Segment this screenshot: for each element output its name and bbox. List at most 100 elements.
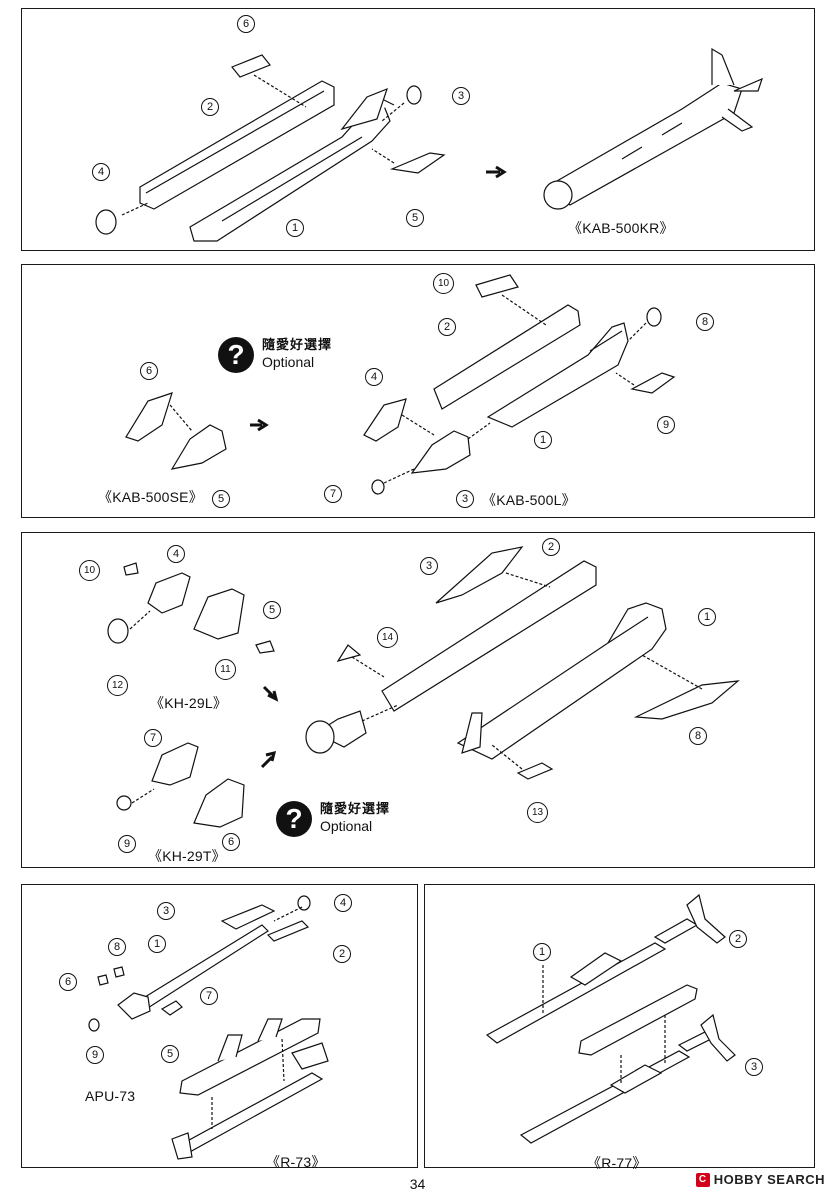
part-number: 7 [329, 488, 337, 500]
part-number: 3 [461, 493, 469, 505]
part-callout: 1 [148, 935, 166, 953]
part-callout: 8 [108, 938, 126, 956]
kab-500kr-assembly-drawing [95, 47, 763, 242]
apu-73-callout: APU-73 [85, 1088, 136, 1104]
r-73-assembly-drawing [88, 895, 329, 1160]
part-number: 2 [206, 101, 214, 113]
part-callout: 3 [452, 87, 470, 105]
part-callout: 7 [324, 485, 342, 503]
part-callout: 10 [433, 273, 454, 294]
product-label-right: 《KAB-500L》 [482, 492, 576, 508]
part-callout: 3 [745, 1058, 763, 1076]
part-number: 2 [547, 541, 555, 553]
part-callout: 3 [157, 902, 175, 920]
part-number: 3 [162, 905, 170, 917]
part-number: 6 [227, 836, 235, 848]
part-number: 5 [217, 493, 225, 505]
product-label: 《KAB-500KR》 [568, 220, 674, 236]
page-number: 34 [409, 1176, 426, 1192]
part-number: 1 [538, 946, 546, 958]
part-number: 8 [701, 316, 709, 328]
part-number: 2 [338, 948, 346, 960]
part-number: 11 [220, 664, 231, 675]
question-icon: ? [218, 337, 254, 373]
part-callout: 4 [365, 368, 383, 386]
r-77-assembly-drawing [485, 893, 736, 1144]
part-callout: 6 [237, 15, 255, 33]
part-number: 5 [411, 212, 419, 224]
hobby-search-watermark: C HOBBY SEARCH [695, 1172, 825, 1187]
part-callout: 3 [420, 557, 438, 575]
part-callout: 5 [406, 209, 424, 227]
optional-cn: 隨愛好選擇 [262, 338, 333, 354]
part-number: 3 [457, 90, 465, 102]
part-callout: 5 [161, 1045, 179, 1063]
part-callout: 7 [144, 729, 162, 747]
part-number: 8 [113, 941, 121, 953]
optional-en: Optional [262, 354, 315, 371]
product-label-left: 《KAB-500SE》 [98, 489, 203, 505]
part-callout: 9 [86, 1046, 104, 1064]
part-callout: 14 [377, 627, 398, 648]
panel-r-77: 1 2 3 《R-77》 [424, 884, 815, 1171]
part-callout: 2 [542, 538, 560, 556]
product-label-bottom: 《KH-29T》 [148, 848, 226, 864]
watermark-text: HOBBY SEARCH [713, 1172, 825, 1187]
part-number: 4 [97, 166, 105, 178]
part-number: 10 [437, 278, 450, 289]
part-callout: 4 [92, 163, 110, 181]
part-callout: 8 [696, 313, 714, 331]
part-number: 8 [694, 730, 702, 742]
part-callout: 1 [698, 608, 716, 626]
part-number: 10 [83, 565, 96, 576]
panel-kab-500se-l: ? 隨愛好選擇 Optional 10 2 8 6 4 1 9 7 3 5 《K… [21, 264, 815, 518]
part-number: 14 [381, 632, 394, 643]
part-callout: 4 [167, 545, 185, 563]
product-label: 《R-73》 [266, 1154, 326, 1170]
panel-kab-500kr: 6 2 3 4 5 1 《KAB-500KR》 [21, 8, 815, 251]
optional-notice: ? 隨愛好選擇 Optional [276, 801, 390, 837]
part-number: 3 [750, 1061, 758, 1073]
part-callout: 6 [140, 362, 158, 380]
part-callout: 9 [118, 835, 136, 853]
part-number: 1 [153, 938, 161, 950]
part-number: 13 [531, 807, 544, 818]
part-number: 4 [172, 548, 180, 560]
part-callout: 11 [215, 659, 236, 680]
part-callout: 8 [689, 727, 707, 745]
part-number: 7 [205, 990, 213, 1002]
part-number: 2 [734, 933, 742, 945]
part-number: 7 [149, 732, 157, 744]
part-callout: 2 [333, 945, 351, 963]
part-callout: 10 [79, 560, 100, 581]
panel-r-73: 3 4 8 1 2 6 7 9 5 APU-73 《R-73》 [21, 884, 418, 1170]
part-number: 3 [425, 560, 433, 572]
part-callout: 7 [200, 987, 218, 1005]
part-callout: 2 [729, 930, 747, 948]
part-number: 1 [703, 611, 711, 623]
panel-kh-29: 4 10 5 11 12 3 2 1 14 8 13 7 9 6 ? 隨愛好選擇… [21, 532, 815, 868]
part-callout: 6 [222, 833, 240, 851]
part-number: 5 [166, 1048, 174, 1060]
part-callout: 9 [657, 416, 675, 434]
optional-cn: 隨愛好選擇 [320, 802, 391, 818]
part-number: 1 [291, 222, 299, 234]
part-number: 4 [370, 371, 378, 383]
part-callout: 2 [201, 98, 219, 116]
part-callout: 2 [438, 318, 456, 336]
part-number: 9 [91, 1049, 99, 1061]
part-number: 9 [662, 419, 670, 431]
part-number: 2 [443, 321, 451, 333]
part-callout: 5 [212, 490, 230, 508]
part-number: 5 [268, 604, 276, 616]
product-label: 《R-77》 [587, 1155, 647, 1171]
part-callout: 4 [334, 894, 352, 912]
part-callout: 5 [263, 601, 281, 619]
part-callout: 12 [107, 675, 128, 696]
part-number: 12 [111, 680, 124, 691]
hobby-search-logo-icon: C [695, 1172, 710, 1187]
part-callout: 1 [286, 219, 304, 237]
optional-notice: ? 隨愛好選擇 Optional [218, 337, 332, 373]
part-number: 6 [242, 18, 250, 30]
part-callout: 3 [456, 490, 474, 508]
